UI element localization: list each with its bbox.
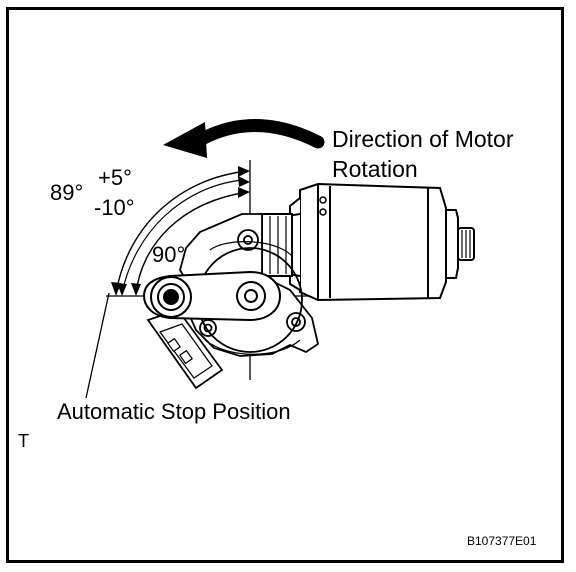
electrical-connector — [146, 308, 224, 390]
crank-arm — [142, 270, 282, 322]
direction-label-line1: Direction of Motor — [332, 126, 514, 152]
rotation-direction-arrow — [163, 119, 325, 158]
stop-position-label: Automatic Stop Position — [57, 399, 291, 424]
figure-frame — [6, 7, 564, 563]
tolerance-minus-label: -10° — [94, 195, 135, 220]
side-letter-label: T — [18, 431, 29, 451]
motor-housing — [261, 182, 447, 302]
figure-code: B107377E01 — [467, 534, 537, 548]
direction-label-line2: Rotation — [332, 156, 418, 182]
angle-arc-90 — [131, 187, 250, 296]
tolerance-plus-label: +5° — [98, 165, 132, 190]
stop-position-leader — [85, 292, 110, 399]
motor-end-cap — [445, 209, 475, 279]
angle-90-label: 90° — [152, 242, 185, 267]
angle-89-label: 89° — [50, 180, 83, 205]
angle-arc-89 — [111, 166, 250, 296]
